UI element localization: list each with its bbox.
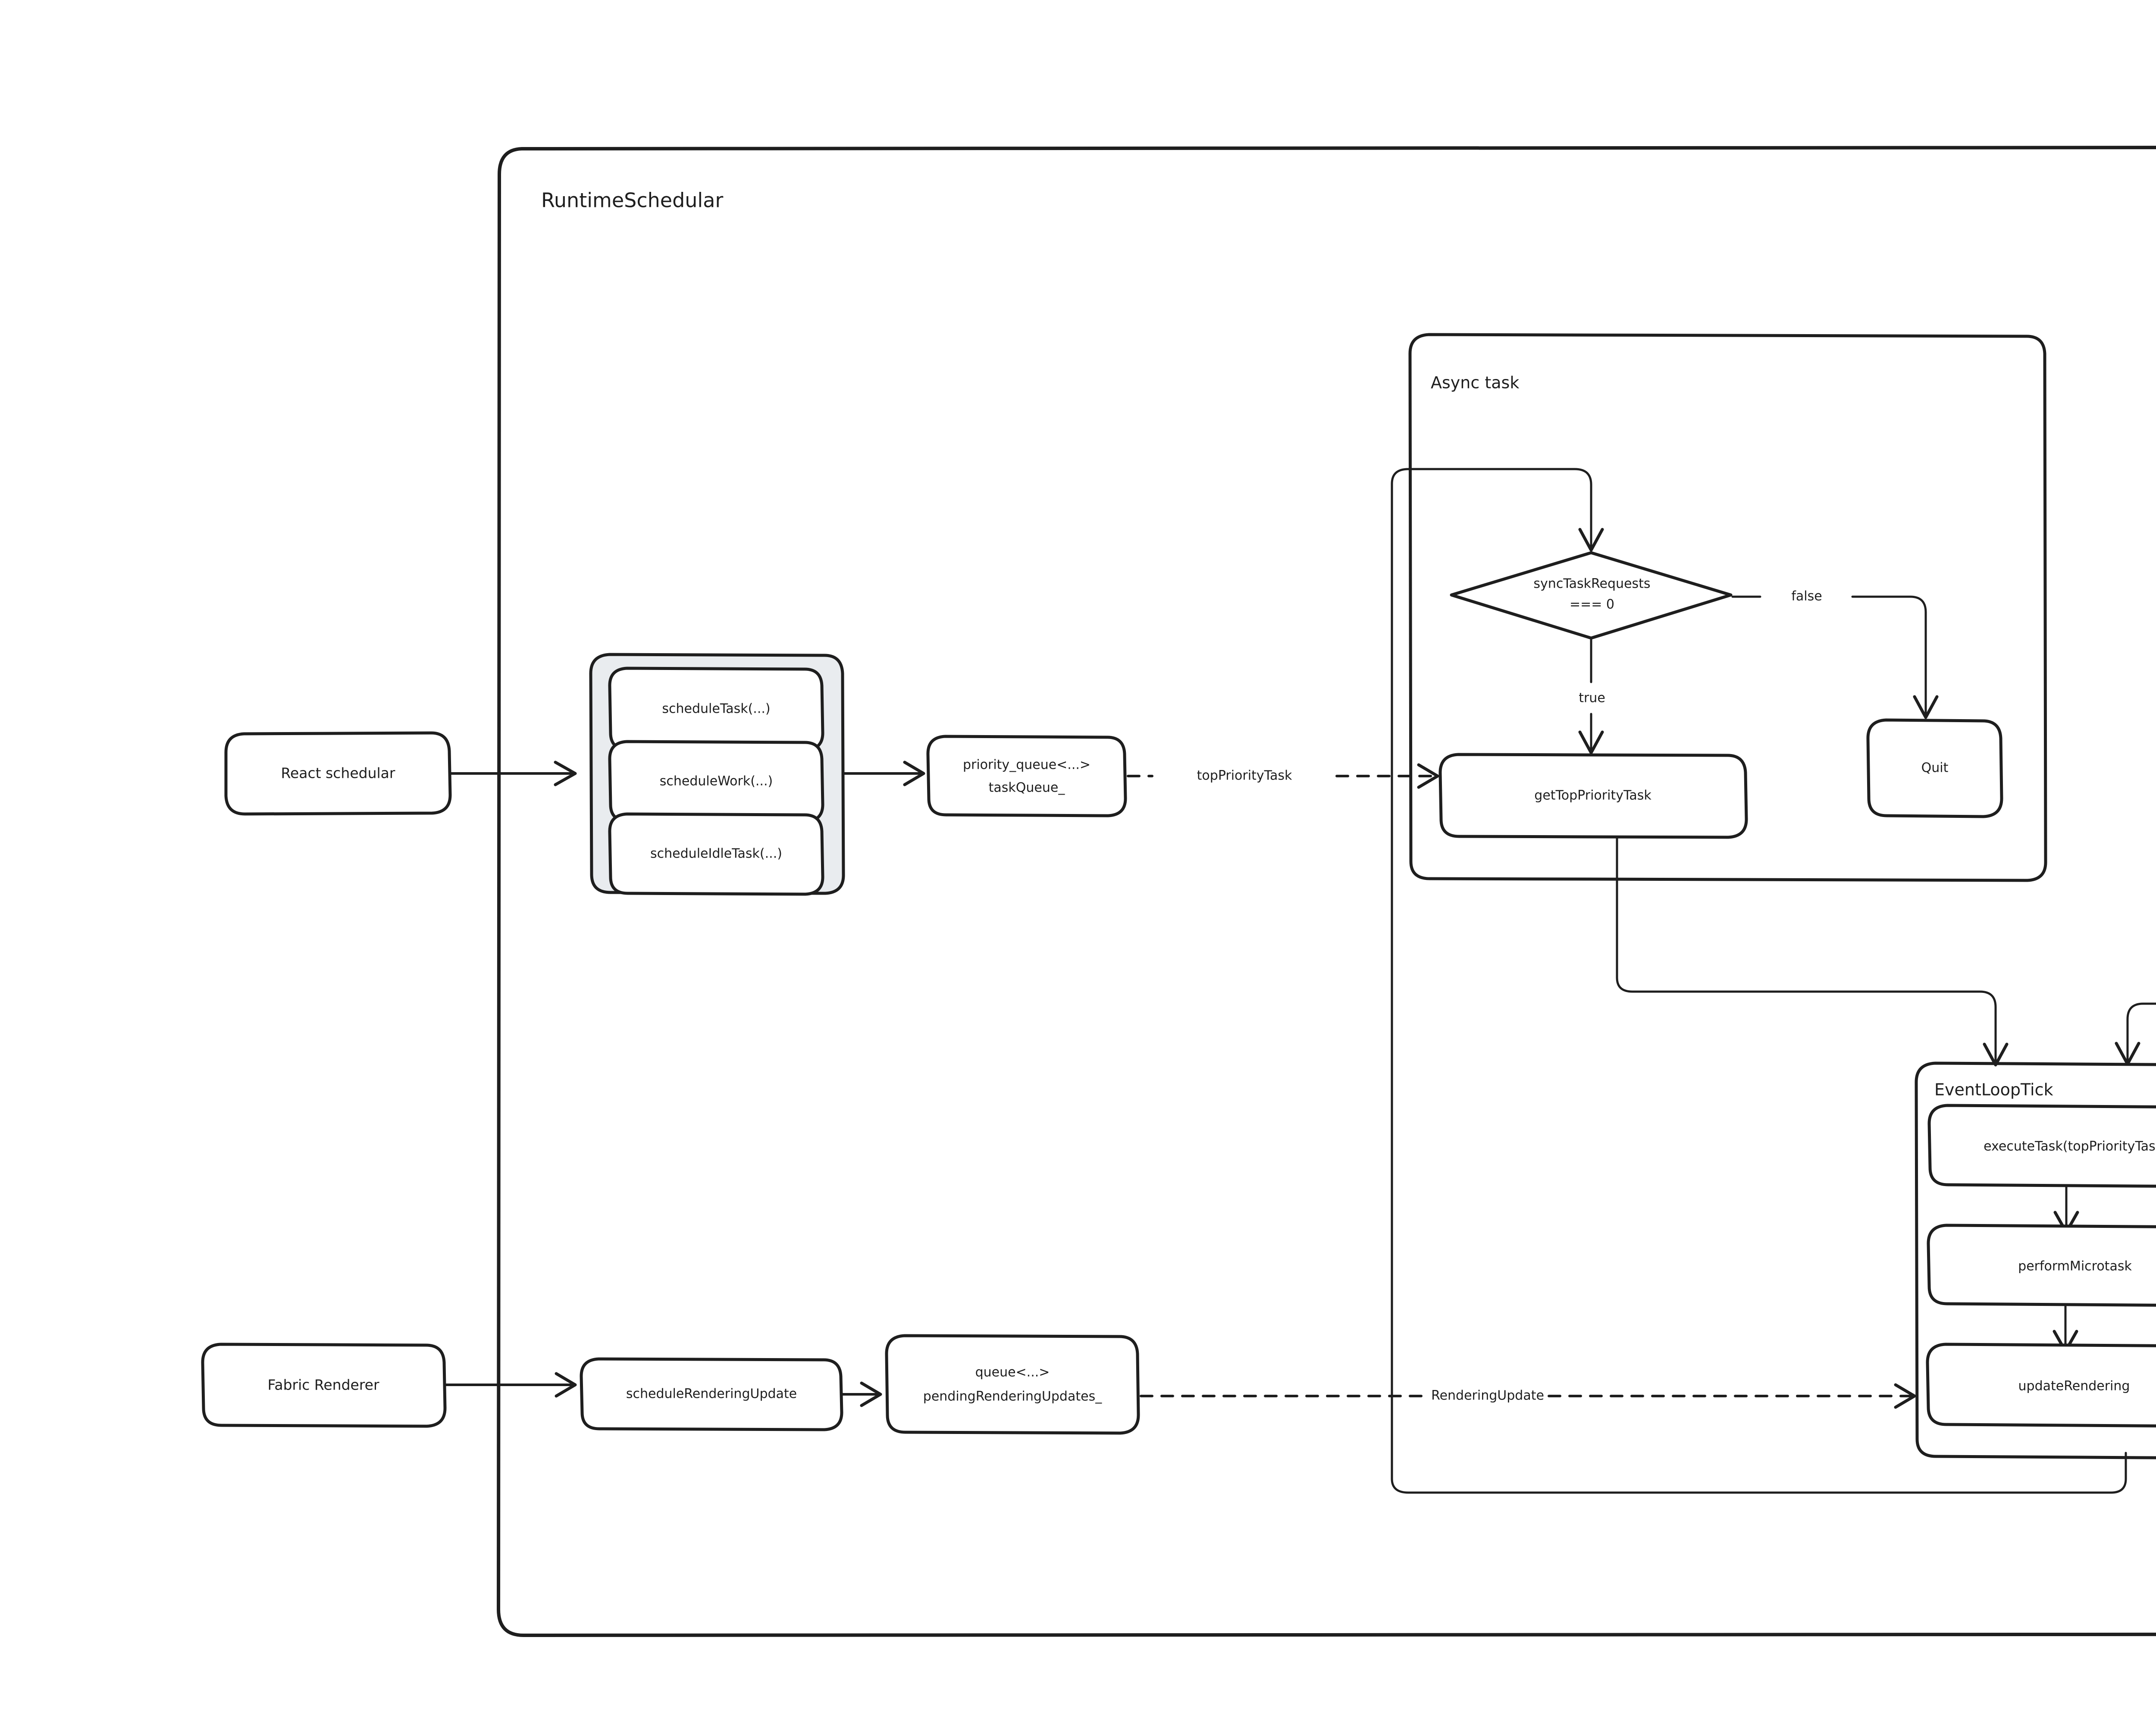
get-top-priority-task-node[interactable] <box>1438 753 1748 839</box>
arrowhead-to-get-top-priority-task <box>1417 763 1439 789</box>
arrowhead-fabric-renderer-to-schedule-rendering-update <box>555 1372 577 1398</box>
edge-event-loop-tick-loopback-bottom <box>1391 1452 2127 1494</box>
schedule-idle-task-box[interactable] <box>608 812 824 896</box>
schedule-rendering-update-node[interactable] <box>580 1357 843 1431</box>
pending-rendering-updates-line1: queue<...> <box>975 1365 1050 1380</box>
edge-event-loop-tick-loopback-to-decision <box>1391 468 1592 1480</box>
execute-task-label: executeTask(topPriorityTask) <box>1984 1139 2156 1154</box>
update-rendering-node[interactable] <box>1926 1343 2156 1427</box>
perform-microtask-node[interactable] <box>1927 1224 2156 1307</box>
arrowhead-loopback-to-decision <box>1578 528 1604 552</box>
edge-run-event-loop-tick-to-event-loop-tick <box>2126 1002 2156 1062</box>
sync-task-requests-line2: === 0 <box>1570 597 1614 612</box>
task-queue-line1: priority_queue<...> <box>963 758 1091 773</box>
get-top-priority-task-label: getTopPriorityTask <box>1534 788 1651 803</box>
perform-microtask-label: performMicrotask <box>2018 1259 2132 1274</box>
task-queue-node[interactable] <box>926 735 1127 817</box>
sync-task-requests-line1: syncTaskRequests <box>1533 576 1650 592</box>
event-loop-tick-group-title: EventLoopTick <box>1934 1080 2053 1099</box>
edge-label-true: true <box>1579 691 1605 706</box>
schedule-idle-task-label: scheduleIdleTask(...) <box>650 846 782 861</box>
arrowhead-decision-false-to-quit <box>1913 695 1939 719</box>
arrowhead-schedule-rendering-update-to-pending-queue <box>860 1381 882 1407</box>
edge-label-false: false <box>1791 589 1822 604</box>
edge-decision-false-b <box>1851 595 1927 715</box>
async-task-group <box>1408 333 2047 882</box>
schedule-work-label: scheduleWork(...) <box>660 774 773 789</box>
arrowhead-react-to-schedule-group <box>554 761 577 786</box>
event-loop-tick-group <box>1915 1061 2156 1459</box>
react-schedular-label: React schedular <box>281 765 395 782</box>
update-rendering-label: updateRendering <box>2018 1379 2130 1394</box>
sync-task-requests-decision[interactable] <box>1450 551 1733 640</box>
quit-label: Quit <box>1921 761 1949 776</box>
edge-label-rendering-update: RenderingUpdate <box>1431 1388 1544 1403</box>
execute-task-node[interactable] <box>1927 1104 2156 1188</box>
fabric-renderer-label: Fabric Renderer <box>267 1377 379 1393</box>
fabric-renderer-node[interactable] <box>201 1343 447 1428</box>
schedule-task-label: scheduleTask(...) <box>662 701 770 717</box>
task-queue-line2: taskQueue_ <box>989 780 1065 795</box>
arrowhead-pending-queue-to-update-rendering <box>1894 1383 1916 1409</box>
arrowhead-decision-true-to-get-top-priority-task <box>1578 730 1604 754</box>
pending-rendering-updates-node[interactable] <box>885 1334 1140 1435</box>
async-task-group-title: Async task <box>1431 373 1519 392</box>
frame-title: RuntimeSchedular <box>541 189 723 212</box>
react-schedular-node[interactable] <box>224 731 452 816</box>
runtime-schedular-frame <box>497 146 2156 1637</box>
quit-node[interactable] <box>1866 718 2003 818</box>
edge-label-top-priority-task: topPriorityTask <box>1197 768 1292 783</box>
schedule-rendering-update-label: scheduleRenderingUpdate <box>626 1387 797 1402</box>
edge-get-top-priority-task-to-event-loop-tick <box>1616 837 1997 1063</box>
arrowhead-schedule-group-to-task-queue <box>903 761 925 786</box>
pending-rendering-updates-line2: pendingRenderingUpdates_ <box>923 1389 1102 1404</box>
